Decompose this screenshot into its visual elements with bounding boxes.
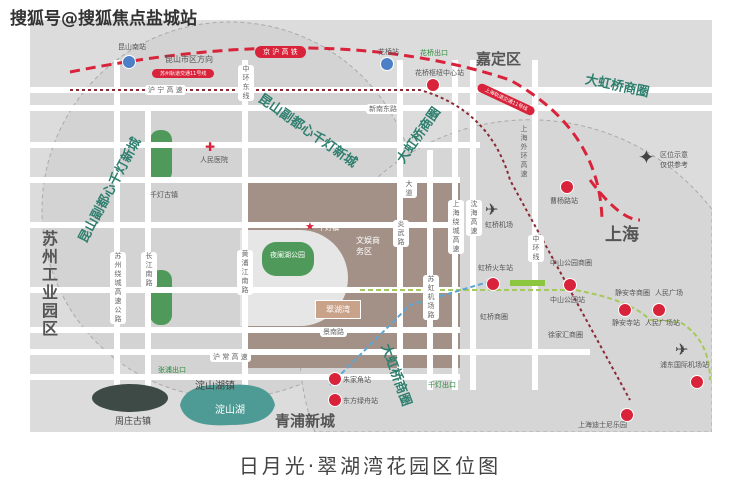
metro-icon	[563, 278, 577, 292]
metro-line-2	[360, 289, 711, 381]
jiading-label: 嘉定区	[476, 50, 522, 68]
project-star-icon: ★	[305, 220, 315, 233]
metro-icon	[652, 303, 666, 317]
yanwu-road: 炎武路	[393, 220, 409, 247]
metro-icon	[486, 277, 500, 291]
compass-icon: ✦	[638, 145, 655, 169]
compass-note: 区位示意 仅供参考	[660, 151, 688, 169]
zhonghuan-east-road: 中环东线	[238, 65, 254, 101]
shanghai-ring-road: 上海绕城高速	[448, 200, 464, 254]
watermark: 搜狐号@搜狐焦点盐城站	[10, 9, 197, 29]
pudong-airport-label: 浦东国际机场站	[660, 361, 709, 369]
metro-icon	[328, 393, 342, 407]
kunshan-south-label: 昆山南站	[118, 43, 146, 51]
dadao-road: 大道	[401, 180, 417, 198]
park-label: 夜阑湖公园	[270, 251, 305, 259]
metro-icon	[328, 372, 342, 386]
zhongshan-biz-label: 中山公园商圈	[550, 259, 592, 267]
jinghu-rail-branch	[588, 179, 641, 222]
disney-label: 上海迪士尼乐园	[578, 421, 627, 429]
zhonghuan-road: 中环线	[528, 235, 544, 262]
zhujiajiao-label: 朱家角站	[343, 376, 371, 384]
jingan-biz-label: 静安寺商圈	[615, 289, 650, 297]
lake-shape	[180, 384, 275, 426]
zhongshan-stn-label: 中山公园站	[550, 296, 585, 304]
jingan-stn-label: 静安寺站	[612, 319, 640, 327]
metro-icon	[426, 78, 440, 92]
huaqiao-hub-label: 花桥枢纽中心站	[415, 69, 464, 77]
hospital-icon: ✚	[205, 140, 216, 154]
peoples-square-label: 人民广场	[655, 289, 683, 297]
suzhou-line11-label: 苏州轨道交通11号线	[152, 69, 215, 78]
qiandeng-exit-label: 千灯出口	[428, 381, 456, 389]
jingnan-road: 景南路	[320, 327, 347, 337]
hongqiao-business-label: 虹桥商圈	[480, 313, 508, 321]
qingpu-label: 青浦新城	[275, 412, 336, 430]
zhouzhuang-trees	[92, 384, 168, 412]
airplane-icon: ✈	[675, 340, 689, 359]
metro-line-17	[329, 279, 496, 386]
huaqiao-station-label: 花桥站	[378, 48, 399, 56]
outer-ring-road: 上海外环高速	[520, 125, 528, 179]
dongfang-label: 东方绿舟站	[343, 397, 378, 405]
suzhou-ring-road: 苏州绕城高速公路	[110, 252, 126, 324]
map-title: 日月光·翠湖湾花园区位图	[238, 454, 502, 478]
caoyang-label: 曹杨路站	[550, 197, 578, 205]
xinnan-road: 新南东路	[366, 104, 400, 114]
location-map: 京 沪 高 铁 苏州轨道交通11号线 上海轨道交通11号线 昆山南站 花桥站 昆…	[30, 20, 712, 432]
jinghu-rail-label: 京 沪 高 铁	[255, 46, 306, 58]
jinghu-rail	[69, 46, 604, 221]
culture-zone-label: 文娱商务区	[356, 236, 380, 256]
airplane-icon: ✈	[485, 200, 499, 219]
metro-icon	[618, 303, 632, 317]
kunshan-direction-label: 昆山市区方向	[165, 55, 213, 64]
huchang-road: 沪 常 高 速	[210, 352, 251, 362]
qiandeng-town-label: 千灯古镇	[150, 191, 178, 199]
peoples-square-stn-label: 人民广场站	[645, 319, 680, 327]
huaqiao-exit-label: 花桥出口	[420, 49, 448, 57]
changjiang-south-road: 长江南路	[141, 252, 157, 288]
metro-icon	[690, 375, 704, 389]
dianshanhu-lake-label: 淀山湖	[215, 405, 245, 416]
hospital-label: 人民医院	[200, 156, 228, 164]
line11	[70, 89, 631, 401]
star-label: 千灯镇	[318, 224, 339, 232]
zhouzhuang-label: 周庄古镇	[115, 417, 152, 427]
park-shape	[262, 242, 314, 276]
rail-station-icon	[380, 57, 394, 71]
rail-station-icon	[122, 55, 136, 69]
metro-icon	[620, 408, 634, 422]
park-shape-2	[150, 130, 172, 182]
hongqiao-rail-label: 虹桥火车站	[478, 264, 513, 272]
metro-icon	[560, 180, 574, 194]
dianshanhu-town-label: 淀山湖镇	[195, 381, 235, 392]
cuihuwan-project[interactable]: 翠湖湾	[315, 300, 361, 319]
suhong-airport-road: 苏虹机场路	[423, 275, 439, 320]
suzhou-park-label: 苏州工业园区	[39, 230, 58, 338]
hongqiao-airport-label: 虹桥机场	[485, 221, 513, 229]
xujiahui-label: 徐家汇商圈	[548, 331, 583, 339]
shanghai-label: 上海	[605, 225, 639, 245]
zhangpu-exit-label: 张浦出口	[158, 366, 186, 374]
shenhai-road: 沈海高速	[466, 200, 482, 236]
huangpu-south-road: 黄浦江南路	[237, 250, 253, 295]
huning-road: 沪 宁 高 速	[145, 85, 186, 95]
